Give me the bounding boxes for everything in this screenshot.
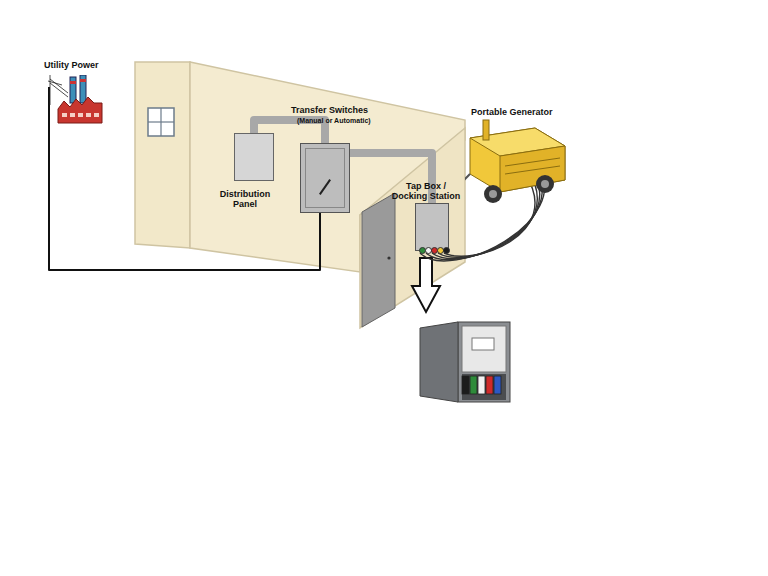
- wire-path: [49, 87, 320, 270]
- cam-connector: [443, 247, 450, 254]
- node-label: Portable Generator: [471, 108, 553, 118]
- node-label: (Manual or Automatic): [297, 117, 371, 125]
- wire-connector: [49, 87, 320, 270]
- node-label: Utility Power: [44, 61, 99, 71]
- portable-generator: Portable Generator: [465, 118, 575, 208]
- node-label: Tap Box / Docking Station: [390, 182, 462, 202]
- tap-box: Tap Box / Docking Station: [415, 203, 449, 251]
- node-label: Transfer Switches: [291, 106, 368, 116]
- node-label: Distribution Panel: [219, 190, 271, 210]
- utility-power-icon: Utility Power: [48, 75, 105, 125]
- transfer-switch-box: Transfer Switches(Manual or Automatic): [300, 143, 350, 213]
- distribution-panel-box: Distribution Panel: [234, 133, 274, 181]
- switch-door-line: [305, 148, 345, 208]
- switch-lever: [319, 179, 331, 195]
